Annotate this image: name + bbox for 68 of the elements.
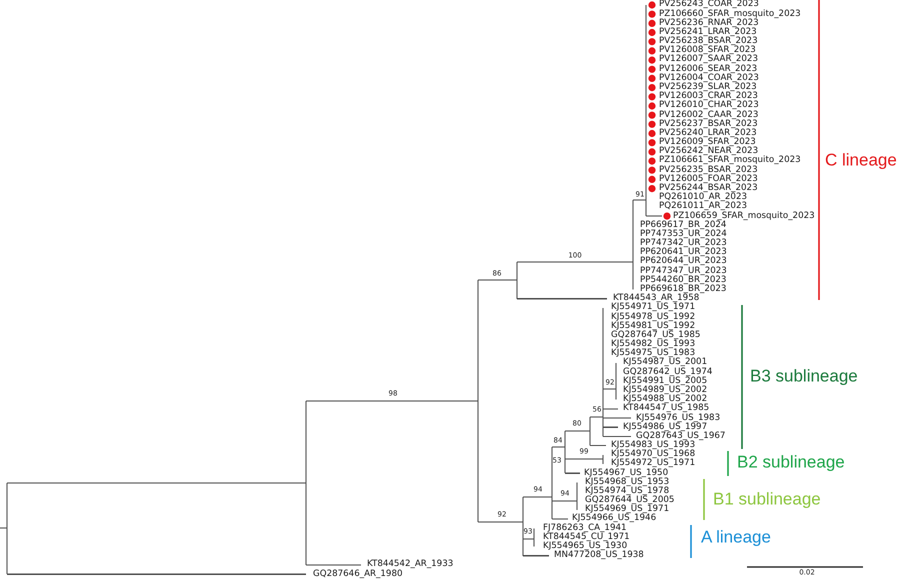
taxon-label: PZ106660_SFAR_mosquito_2023	[659, 10, 801, 18]
taxon-label: PV256239_SLAR_2023	[659, 83, 757, 92]
taxon-label: KJ554972_US_1971	[611, 459, 696, 468]
taxon-label: KT844542_AR_1933	[367, 560, 454, 570]
taxon-label: KJ554965_US_1930	[543, 542, 628, 551]
taxon-label: PV256236_RNAR_2023	[659, 18, 759, 28]
taxon-label: GQ287647_US_1985	[611, 330, 700, 340]
taxon-label: PQ261011_AR_2023	[659, 202, 748, 212]
taxon-label: PV126005_FOAR_2023	[659, 174, 758, 184]
taxon-label: PP669618_BR_2023	[640, 284, 726, 294]
taxon-label: KJ554987_US_2001	[623, 358, 708, 368]
taxon-label: PV126010_CHAR_2023	[659, 101, 759, 110]
taxon-label: PP544260_BR_2023	[640, 276, 726, 284]
taxon-label: KJ554971_US_1971	[611, 303, 696, 312]
taxon-label: PV256243_COAR_2023	[659, 0, 759, 10]
taxon-label: PZ106659_SFAR_mosquito_2023	[673, 212, 815, 220]
taxon-label: KT844543_AR_1958	[613, 294, 700, 303]
taxon-label: KJ554967_US_1950	[584, 468, 668, 478]
taxon-label: PP620644_UR_2023	[640, 257, 727, 266]
taxon-label: MN477208_US_1938	[554, 551, 644, 560]
clade-label: A lineage	[701, 528, 771, 546]
taxon-label: KJ554966_US_1946	[572, 514, 656, 524]
taxon-label: PV126008_SFAR_2023	[659, 46, 756, 55]
taxon-label: KJ554981_US_1992	[611, 322, 696, 330]
taxon-label: KJ554968_US_1953	[585, 478, 670, 486]
taxon-label: PV256241_LRAR_2023	[659, 28, 757, 37]
taxon-label: PP747342_UR_2023	[640, 239, 727, 248]
taxon-label: PV256240_LRAR_2023	[659, 128, 757, 138]
taxon-label: PZ106661_SFAR_mosquito_2023	[659, 156, 801, 166]
taxon-label: KJ554983_US_1993	[611, 441, 696, 450]
taxon-label: KJ554982_US_1993	[611, 340, 696, 349]
taxon-label: FJ786263_CA_1941	[543, 524, 627, 532]
taxon-label: KJ554978_US_1992	[611, 312, 696, 322]
taxon-label: KT844547_US_1985	[623, 404, 710, 414]
taxon-label: PP669617_BR_2024	[640, 220, 726, 230]
taxon-label: PV256244_BSAR_2023	[659, 184, 758, 193]
taxon-label: KJ554988_US_2002	[623, 395, 708, 404]
taxon-label: KJ554989_US_2002	[623, 386, 708, 395]
taxon-label: GQ287646_AR_1980	[313, 570, 403, 578]
taxon-label: PP747353_UR_2024	[640, 230, 727, 239]
taxon-label: GQ287643_US_1967	[636, 432, 726, 441]
clade-label: C lineage	[825, 152, 897, 168]
taxon-label: KJ554986_US_1997	[623, 422, 708, 432]
taxon-label: PV256237_BSAR_2023	[659, 120, 758, 128]
taxon-label: KJ554976_US_1983	[636, 414, 720, 422]
taxon-label: KJ554991_US_2005	[623, 376, 708, 386]
taxon-label: PV256242_NEAR_2023	[659, 147, 758, 156]
taxon-label: PV256235_BSAR_2023	[659, 166, 758, 174]
taxon-label: KJ554969_US_1971	[585, 505, 670, 514]
taxon-label: PV126002_CAAR_2023	[659, 110, 758, 120]
taxon-label: PV126009_SFAR_2023	[659, 138, 756, 147]
taxon-label: GQ287642_US_1974	[623, 368, 712, 376]
taxon-label: PV256238_BSAR_2023	[659, 37, 758, 46]
taxon-label: KJ554975_US_1983	[611, 349, 696, 358]
taxon-label: PQ261010_AR_2023	[659, 193, 748, 202]
taxon-label: PV126004_COAR_2023	[659, 74, 759, 83]
taxon-label: KT844545_CU_1971	[543, 532, 630, 542]
taxon-label: GQ287644_US_2005	[585, 496, 674, 505]
taxon-label: KJ554974_US_1978	[585, 486, 670, 496]
taxon-label: PV126003_CRAR_2023	[659, 92, 758, 101]
clade-label: B1 sublineage	[713, 490, 821, 508]
taxon-label: PV126007_SAAR_2023	[659, 55, 758, 64]
taxon-label: KJ554970_US_1968	[611, 450, 696, 459]
taxon-label: PV126006_SEAR_2023	[659, 64, 758, 74]
clade-label: B2 sublineage	[737, 454, 845, 470]
clade-label: B3 sublineage	[750, 368, 858, 384]
taxon-label: PP747347_UR_2023	[640, 266, 727, 276]
taxon-label: PP620641_UR_2023	[640, 248, 727, 257]
